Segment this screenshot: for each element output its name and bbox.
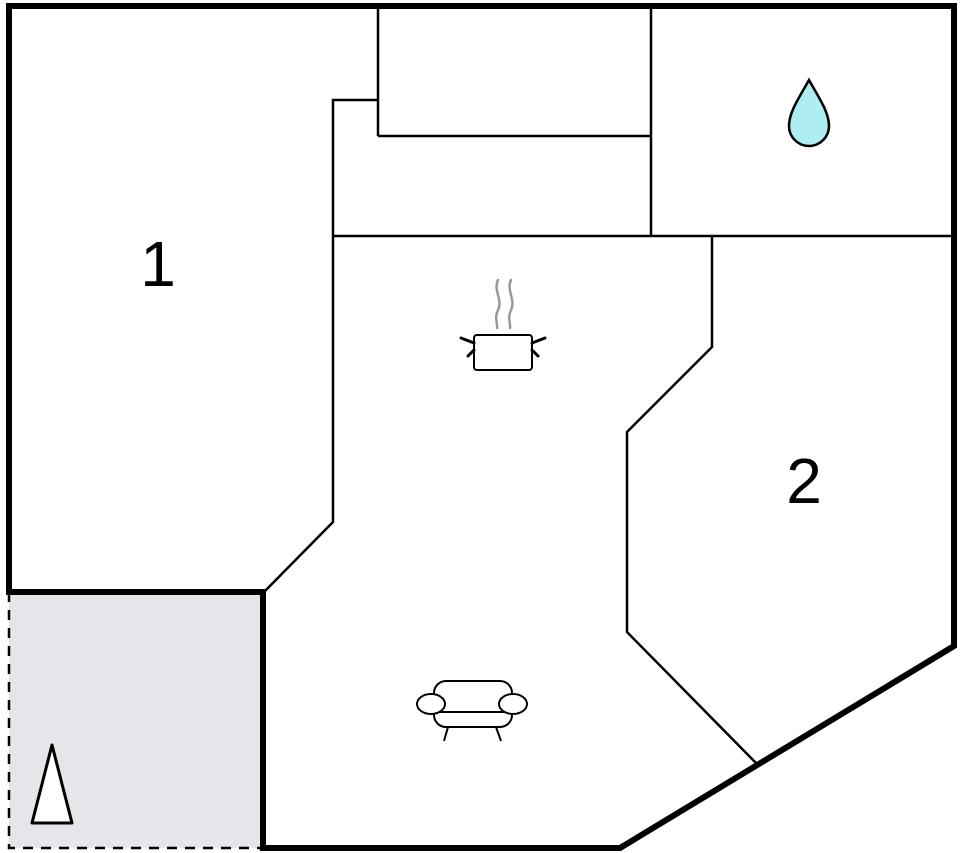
water-drop-icon [787,77,831,148]
sofa-arm-right [498,693,528,715]
room-label-2: 2 [786,445,822,517]
terrace-dashed-border [7,592,263,850]
sofa-legs [443,726,502,742]
cooking-pot-icon [459,278,547,371]
outer-wall [6,3,957,851]
wall-bedroom2 [625,236,758,765]
steam-lines [494,278,514,330]
sofa-arm-left [416,693,446,715]
north-arrow-icon [30,743,74,825]
room-label-1: 1 [140,228,176,300]
pot-handles [459,336,547,358]
interior-walls [263,7,954,765]
exterior-walls [6,3,957,851]
wall-bedroom1 [263,98,378,593]
sofa-icon [416,680,528,742]
pot-body [473,334,533,371]
